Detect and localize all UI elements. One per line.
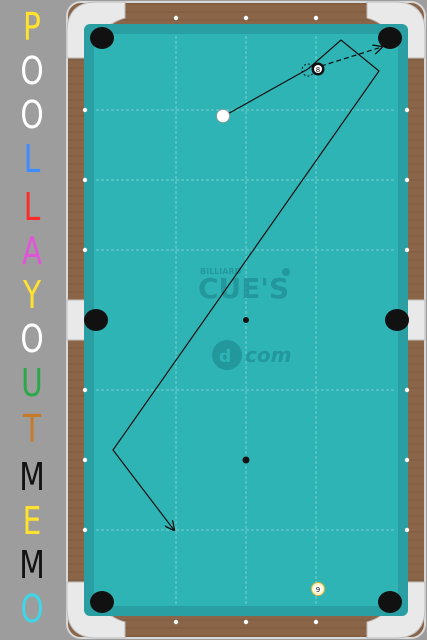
rail-diamonds	[82, 15, 410, 625]
pocket	[378, 591, 402, 613]
diamond	[243, 15, 249, 21]
diamond	[404, 177, 410, 183]
title-letter: O	[20, 93, 44, 137]
eight-ball-path	[320, 47, 382, 67]
svg-text:BILLIARD: BILLIARD	[200, 267, 242, 276]
title-letter: A	[21, 229, 43, 273]
cue-ball-path	[112, 39, 380, 530]
title-letter: E	[22, 499, 42, 543]
title-letter: P	[23, 5, 41, 49]
nine-ball[interactable]: 9	[311, 582, 325, 596]
svg-text:CUE'S: CUE'S	[198, 272, 289, 305]
diamond	[404, 247, 410, 253]
title-letter: U	[21, 361, 43, 405]
svg-text:9: 9	[316, 586, 320, 594]
title-letter: T	[22, 407, 42, 451]
watermark-logo: BILLIARD CUE'S com d	[198, 267, 291, 370]
diamond	[313, 15, 319, 21]
diamond	[173, 15, 179, 21]
cue-to-eight-line	[223, 68, 309, 117]
cue-ball[interactable]	[216, 109, 230, 123]
diamond	[404, 107, 410, 113]
eight-ball[interactable]: 8	[311, 62, 325, 76]
diamond	[243, 619, 249, 625]
title-letter: M	[19, 455, 45, 499]
diamond	[82, 457, 88, 463]
cloth-grid	[96, 36, 396, 604]
pocket	[385, 309, 409, 331]
title-letter: L	[23, 137, 41, 181]
title-letter: O	[20, 49, 44, 93]
svg-text:8: 8	[316, 66, 320, 74]
center-spot	[243, 317, 249, 323]
diamond	[404, 527, 410, 533]
foot-spot	[242, 456, 250, 464]
diamond	[404, 387, 410, 393]
pocket	[84, 309, 108, 331]
title-letter: O	[20, 587, 44, 631]
svg-text:com: com	[245, 343, 291, 367]
title-letter: O	[20, 317, 44, 361]
title-letter: L	[23, 185, 41, 229]
pockets	[84, 27, 409, 613]
diamond	[82, 107, 88, 113]
diamond	[173, 619, 179, 625]
diamond	[82, 247, 88, 253]
diamond	[82, 527, 88, 533]
diamond	[82, 177, 88, 183]
pocket	[378, 27, 402, 49]
diamond	[404, 457, 410, 463]
pocket	[90, 27, 114, 49]
diamond	[313, 619, 319, 625]
title-letter: M	[19, 543, 45, 587]
pocket	[90, 591, 114, 613]
title-letter: Y	[22, 273, 42, 317]
svg-text:d: d	[219, 347, 231, 367]
diamond	[82, 387, 88, 393]
